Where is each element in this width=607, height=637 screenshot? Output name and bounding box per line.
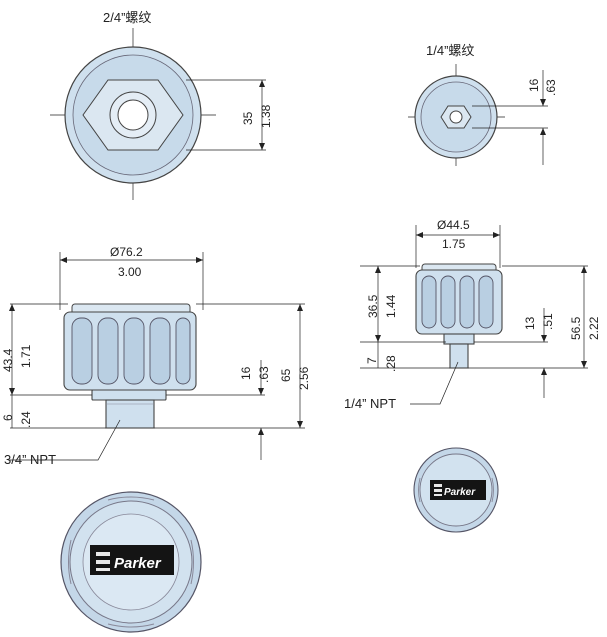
- small-diameter-in: 1.75: [442, 237, 466, 251]
- large-body-height-mm: 43.4: [1, 348, 15, 372]
- small-neck-mm: 13: [523, 316, 537, 330]
- large-thread-len-mm: 6: [1, 414, 15, 421]
- small-top-view-label: 1/4”螺纹: [426, 43, 474, 58]
- small-brand-logo: [430, 480, 486, 500]
- large-neck-in: .63: [257, 366, 271, 383]
- small-top-view: 1/4”螺纹 16 .63: [408, 43, 558, 166]
- large-thread-len-in: .24: [19, 411, 33, 428]
- small-thread-label: 1/4” NPT: [344, 396, 396, 411]
- large-total-in: 2.56: [297, 366, 311, 390]
- large-neck-mm: 16: [239, 366, 253, 380]
- small-top-dim-in: .63: [544, 79, 558, 96]
- small-thread-len-in: .28: [384, 355, 398, 372]
- small-thread-len-mm: 7: [365, 357, 379, 364]
- large-thread-label: 3/4” NPT: [4, 452, 56, 467]
- large-body-height-in: 1.71: [19, 344, 33, 368]
- small-body-height-mm: 36.5: [366, 294, 380, 318]
- small-photo-view: Parker: [413, 447, 499, 533]
- small-diameter-mm: Ø44.5: [437, 218, 470, 232]
- large-diameter-in: 3.00: [118, 265, 142, 279]
- small-brand-text: Parker: [444, 487, 476, 498]
- large-top-dim-in: 1.38: [259, 104, 273, 128]
- large-top-view: 2/4”螺纹 35 1.38: [50, 10, 273, 200]
- large-brand-text: Parker: [114, 555, 162, 572]
- large-top-view-label: 2/4”螺纹: [103, 10, 151, 25]
- small-top-dim-mm: 16: [527, 78, 541, 92]
- large-diameter-mm: Ø76.2: [110, 245, 143, 259]
- small-neck-in: .51: [541, 313, 555, 330]
- small-side-view: Ø44.5 1.75 36.5 1.44 7 .28 13 .51 56.5: [344, 218, 601, 411]
- small-body-height-in: 1.44: [384, 294, 398, 318]
- small-total-mm: 56.5: [569, 316, 583, 340]
- large-side-view: Ø76.2 3.00 43.4 1.71 6 .24 16 .63: [1, 245, 311, 467]
- large-total-mm: 65: [279, 368, 293, 382]
- small-total-in: 2.22: [587, 316, 601, 340]
- large-photo-view: Parker: [60, 491, 202, 633]
- large-top-dim-mm: 35: [241, 111, 255, 125]
